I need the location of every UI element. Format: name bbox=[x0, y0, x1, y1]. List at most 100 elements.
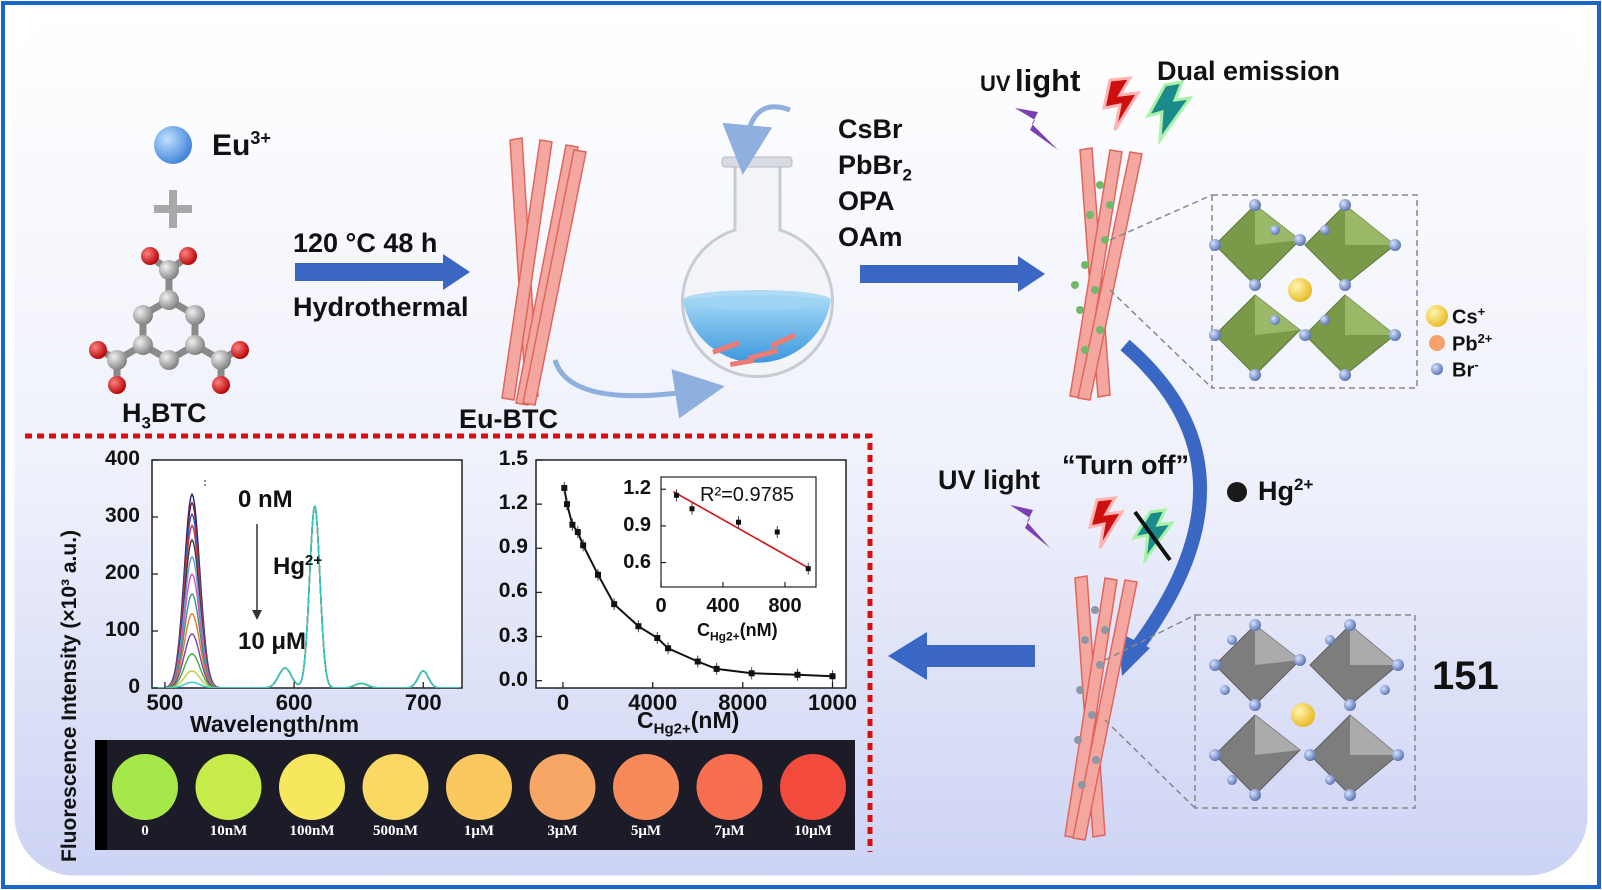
inset-ytick-label: 0.6 bbox=[623, 550, 651, 573]
curved-arrow-top bbox=[722, 104, 791, 175]
curved-arrow-bottom bbox=[552, 359, 725, 419]
chart1-ytick-label: 400 bbox=[104, 447, 140, 470]
inset-xtick-label: 0 bbox=[655, 595, 667, 617]
legend-pb-sup: 2+ bbox=[1477, 331, 1493, 346]
legend-cs: Cs+ bbox=[1452, 304, 1485, 330]
legend-pb: Pb2+ bbox=[1452, 331, 1492, 357]
reagent-sub: 2 bbox=[902, 165, 912, 185]
uv-lightning-icon bbox=[1015, 108, 1058, 150]
chart2-xlabel: CHg2+(nM) bbox=[637, 707, 739, 738]
chart1-ytick-label: 300 bbox=[104, 504, 140, 527]
chart2-point bbox=[595, 571, 601, 578]
chart2-point bbox=[569, 521, 576, 528]
sample-label: 3μM bbox=[547, 823, 578, 839]
hg-symbol: Hg bbox=[1258, 476, 1294, 506]
chart2-point bbox=[574, 529, 581, 536]
page-number: 151 bbox=[1432, 654, 1499, 698]
chart2-ytick-label: 0.9 bbox=[498, 535, 528, 559]
inset-point bbox=[689, 506, 695, 512]
uv-suffix: light bbox=[1015, 63, 1081, 98]
legend-pb-ball bbox=[1429, 335, 1445, 351]
red-emission-icon-2 bbox=[1087, 496, 1125, 549]
sample-spot bbox=[279, 754, 345, 820]
inset-point bbox=[674, 492, 679, 498]
sample-label: 5μM bbox=[630, 823, 662, 839]
chart2-point bbox=[665, 645, 672, 652]
chart1-ytick-label: 200 bbox=[104, 561, 140, 584]
chart2-xtick-label: 4000 bbox=[628, 690, 678, 715]
eu-ion-symbol: Eu bbox=[212, 129, 251, 162]
hg-label: Hg2+ bbox=[1258, 475, 1313, 507]
inset-ytick-label: 0.9 bbox=[623, 513, 651, 536]
sample-spot bbox=[195, 754, 262, 820]
legend-br-sym: Br bbox=[1452, 359, 1475, 382]
eu-btc-rods bbox=[501, 137, 587, 406]
results-panel-border bbox=[25, 433, 873, 852]
chart1-annot-0nm: 0 nM bbox=[238, 486, 293, 513]
hg-charge: 2+ bbox=[1294, 475, 1314, 494]
chart2-point bbox=[829, 673, 836, 680]
legend-br: Br- bbox=[1452, 357, 1479, 383]
h3btc-atoms bbox=[89, 247, 249, 394]
chart1-xtick-label: 600 bbox=[275, 690, 313, 715]
legend-cs-ball bbox=[1426, 305, 1448, 327]
chart2-xlabel-sub: Hg2+ bbox=[653, 720, 691, 738]
emission-spectra-chart bbox=[151, 459, 463, 689]
reagent-pbbr: PbBr bbox=[838, 150, 903, 180]
sample-spot bbox=[696, 754, 763, 820]
zoom-lines-top bbox=[1109, 194, 1418, 389]
reagent-csbr: CsBr bbox=[838, 114, 903, 144]
chart2-point bbox=[611, 601, 618, 608]
uv-light-label-2: UV light bbox=[938, 465, 1040, 495]
chart3-xlabel: CHg2+(nM) bbox=[697, 620, 778, 644]
inset-frame bbox=[660, 476, 817, 588]
gray-dots-bottom bbox=[1074, 606, 1109, 789]
chart2-xlabel-c: C bbox=[637, 707, 654, 733]
sample-spot bbox=[613, 754, 679, 820]
sample-label: 100nM bbox=[289, 823, 335, 839]
reagent-oam: OAm bbox=[838, 222, 903, 252]
linker-btc: BTC bbox=[150, 398, 207, 428]
chart3-xlabel-sub: Hg2+ bbox=[710, 629, 740, 644]
chart2-xtick-label: 1000 bbox=[808, 690, 857, 715]
legend-cs-sym: Cs bbox=[1452, 306, 1478, 329]
sample-label: 10μM bbox=[794, 823, 832, 839]
reagent-opa: OPA bbox=[838, 186, 895, 216]
perovskite-dots-top bbox=[1071, 181, 1114, 354]
chart2-ytick-label: 0.0 bbox=[498, 667, 528, 691]
hydrothermal-arrow bbox=[295, 254, 470, 290]
legend-br-ball bbox=[1431, 363, 1443, 375]
chart2-ytick-label: 1.2 bbox=[498, 491, 528, 515]
chart3-xlabel-c: C bbox=[697, 620, 710, 640]
eu-ion-ball bbox=[154, 126, 192, 164]
linker-h: H bbox=[122, 398, 142, 428]
chart1-ytick-label: 0 bbox=[128, 675, 140, 698]
inset-xtick-label: 400 bbox=[706, 595, 740, 617]
inset-xtick-label: 800 bbox=[768, 595, 802, 617]
legend-pb-sym: Pb bbox=[1452, 333, 1478, 356]
chart2-xlabel-unit: (nM) bbox=[690, 707, 740, 733]
dual-emission-label: Dual emission bbox=[1157, 56, 1341, 86]
quenching-curve-chart bbox=[535, 459, 847, 689]
chart2-point bbox=[713, 665, 720, 672]
sample-label: 0 bbox=[141, 823, 149, 839]
green-emission-quenched-icon bbox=[1130, 508, 1176, 566]
chart2-xtick-label: 0 bbox=[556, 690, 570, 715]
inset-point bbox=[736, 519, 741, 525]
reagent-pbbr2: PbBr2 bbox=[838, 150, 912, 185]
sample-spot bbox=[362, 754, 429, 820]
chart1-annot-10um: 10 μM bbox=[238, 628, 307, 655]
chart2-ytick-label: 0.3 bbox=[498, 623, 528, 647]
curved-process-arrow bbox=[1120, 339, 1207, 655]
sample-label: 500nM bbox=[373, 823, 418, 839]
plus-icon bbox=[154, 190, 192, 228]
chart2-point bbox=[654, 634, 661, 641]
mof-label: Eu-BTC bbox=[459, 404, 558, 434]
chart1-ytick-label: 100 bbox=[104, 618, 140, 641]
eu-ion-label: Eu3+ bbox=[212, 128, 271, 163]
step1-method: Hydrothermal bbox=[293, 292, 469, 322]
uv-prefix: UV bbox=[980, 71, 1011, 96]
synthesis-arrow bbox=[860, 256, 1045, 292]
chart1-xlabel: Wavelength/nm bbox=[190, 711, 360, 737]
